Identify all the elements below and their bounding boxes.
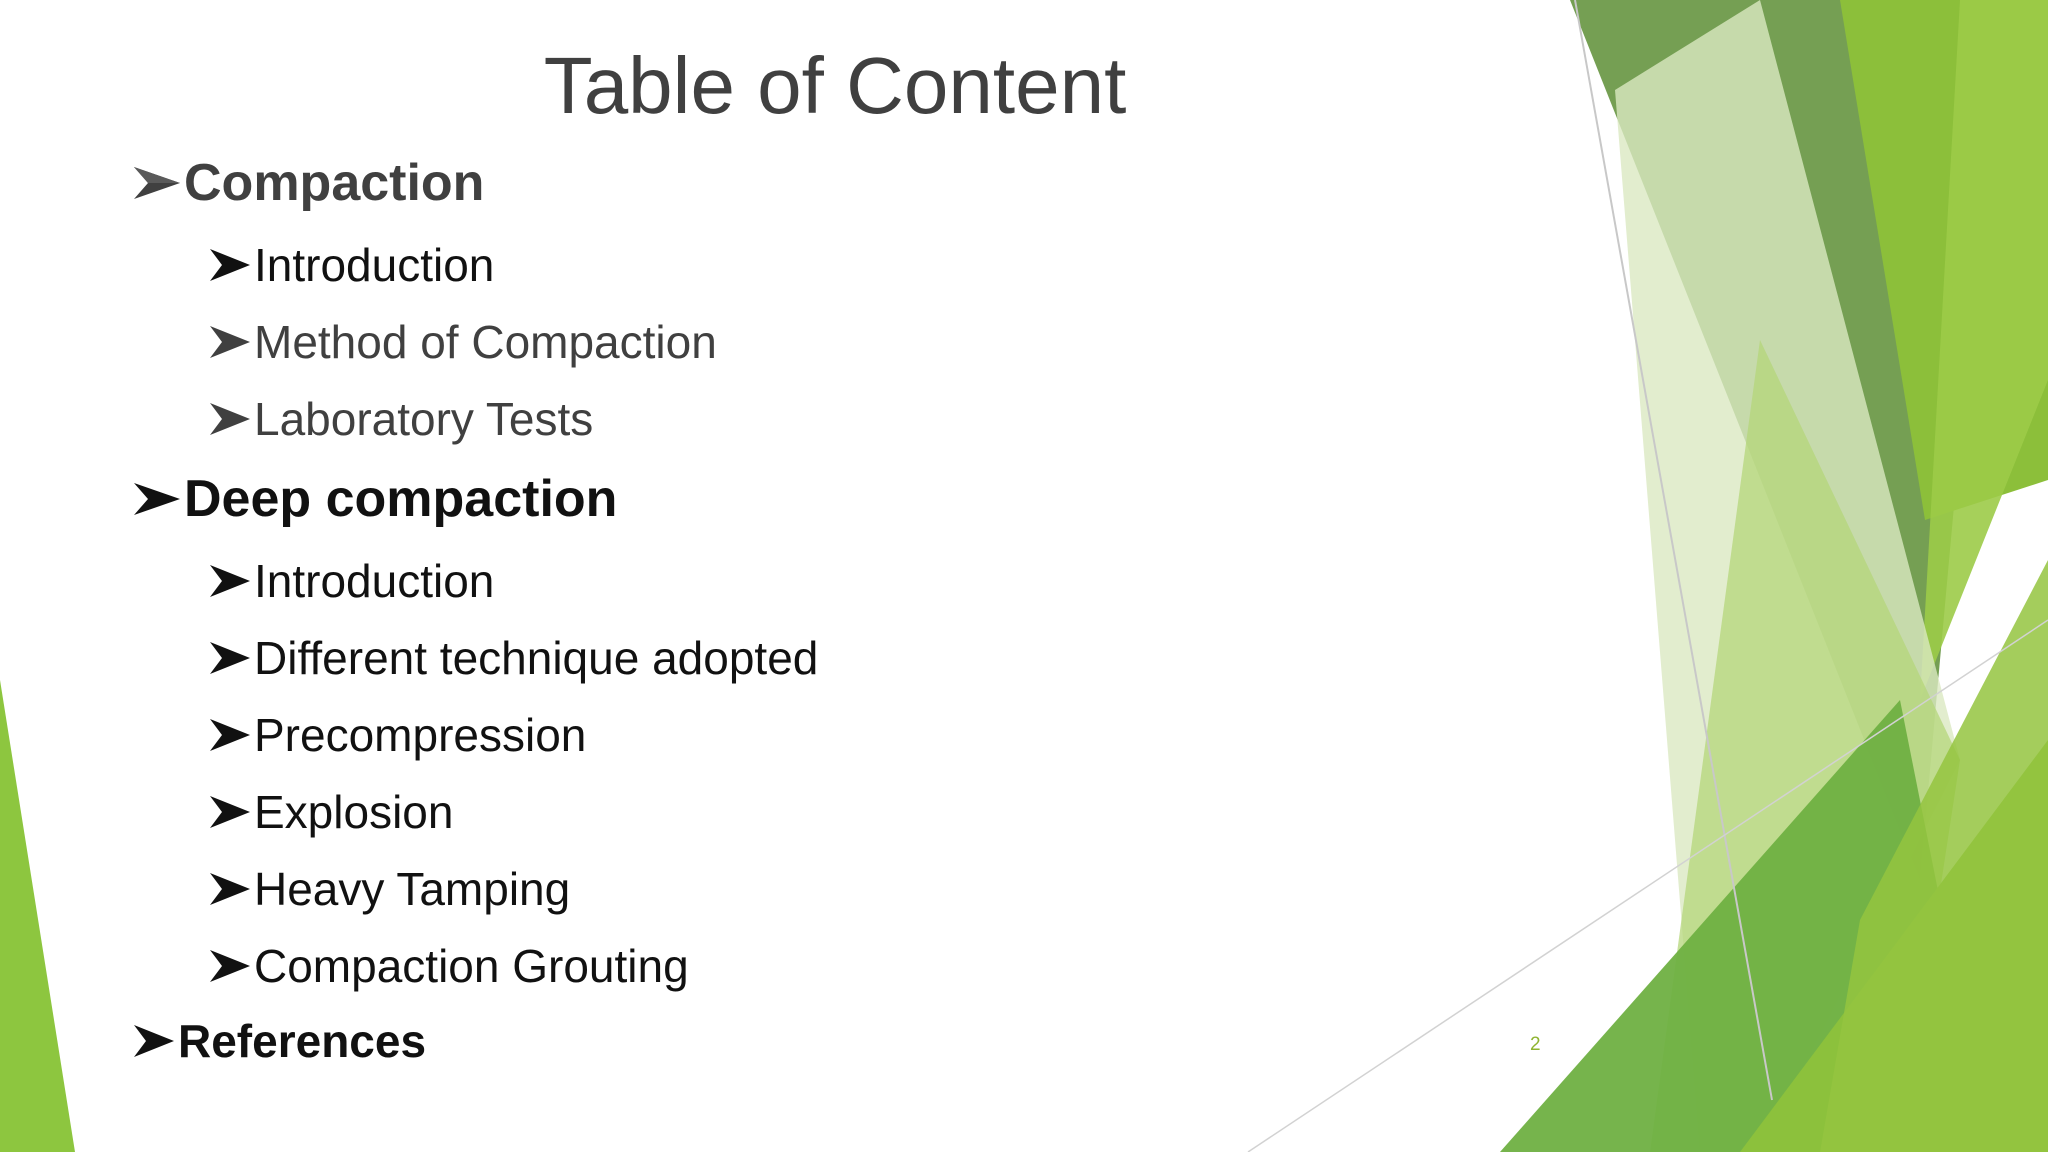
arrowhead-bullet-icon	[134, 1025, 174, 1057]
toc-subitem-heavy-tamping: Heavy Tamping	[208, 859, 570, 919]
arrowhead-bullet-icon	[210, 326, 250, 358]
light-green-band-top	[1920, 0, 2048, 700]
toc-subitem-label: Different technique adopted	[254, 632, 819, 684]
toc-subitem-different-technique: Different technique adopted	[208, 628, 818, 688]
arrowhead-bullet-icon	[210, 565, 250, 597]
thin-cross-line	[1247, 619, 2048, 1152]
toc-subitem-method-of-compaction: Method of Compaction	[208, 312, 717, 372]
toc-subitem-label: Compaction Grouting	[254, 940, 689, 992]
arrowhead-bullet-icon	[210, 642, 250, 674]
toc-section-references: References	[132, 1008, 426, 1074]
toc-subitem-label: Introduction	[254, 239, 495, 291]
page-number: 2	[1530, 1034, 1541, 1055]
arrowhead-bullet-icon	[210, 950, 250, 982]
arrowhead-bullet-icon	[210, 873, 250, 905]
toc-section-label: Compaction	[184, 154, 485, 212]
toc-subitem-label: Heavy Tamping	[254, 863, 571, 915]
arrowhead-bullet-icon	[134, 167, 180, 199]
arrowhead-bullet-icon	[210, 719, 250, 751]
toc-subitem-label: Laboratory Tests	[254, 393, 594, 445]
slide-title: Table of Content	[543, 41, 1127, 130]
toc-subitem-precompression: Precompression	[208, 705, 586, 765]
toc-section-label: Deep compaction	[184, 470, 618, 528]
toc-subitem-label: Introduction	[254, 555, 495, 607]
toc-subitem-compaction-grouting: Compaction Grouting	[208, 936, 689, 996]
arrowhead-bullet-icon	[210, 403, 250, 435]
thin-diagonal-line	[1574, 0, 1773, 1101]
toc-subitem-introduction: Introduction	[208, 235, 494, 295]
arrowhead-bullet-icon	[210, 796, 250, 828]
arrowhead-bullet-icon	[210, 249, 250, 281]
toc-subitem-introduction-2: Introduction	[208, 551, 494, 611]
toc-subitem-label: Precompression	[254, 709, 587, 761]
toc-section-deep-compaction: Deep compaction	[132, 466, 617, 532]
toc-section-label: References	[178, 1015, 427, 1067]
toc-subitem-explosion: Explosion	[208, 782, 453, 842]
toc-section-compaction: Compaction	[132, 150, 484, 216]
left-green-sliver	[0, 680, 75, 1152]
toc-subitem-laboratory-tests: Laboratory Tests	[208, 389, 593, 449]
corner-light-band	[1820, 560, 2048, 1152]
toc-subitem-label: Explosion	[254, 786, 454, 838]
toc-subitem-label: Method of Compaction	[254, 316, 717, 368]
arrowhead-bullet-icon	[134, 483, 180, 515]
